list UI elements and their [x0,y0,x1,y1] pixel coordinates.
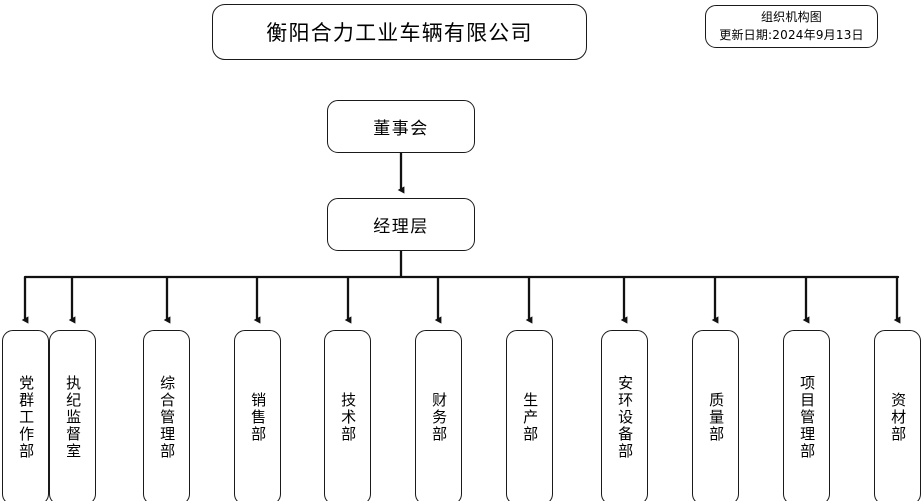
node-department-5-label: 技术部 [339,392,358,443]
node-department-11-label: 资材部 [889,392,908,443]
node-department-10-label: 项目管理部 [798,375,817,460]
node-department-6-label: 财务部 [430,392,449,443]
node-department-6: 财务部 [415,330,462,501]
node-department-9: 质量部 [692,330,739,501]
node-board-of-directors-label: 董事会 [373,119,429,139]
company-title-box: 衡阳合力工业车辆有限公司 [212,4,587,60]
company-title-label: 衡阳合力工业车辆有限公司 [266,21,533,45]
node-management-layer-label: 经理层 [373,217,429,237]
node-department-4-label: 销售部 [249,392,268,443]
node-board-of-directors: 董事会 [327,100,475,153]
node-department-4: 销售部 [234,330,281,501]
node-department-7-label: 生产部 [521,392,540,443]
node-department-8-label: 安环设备部 [616,375,635,460]
node-department-10: 项目管理部 [783,330,830,501]
node-department-3-label: 综合管理部 [158,375,177,460]
node-management-layer: 经理层 [327,198,475,251]
edge-bus-drops [21,277,901,324]
node-department-8: 安环设备部 [601,330,648,501]
chart-meta-update-date: 更新日期:2024年9月13日 [719,27,864,42]
node-department-2-label: 执纪监督室 [64,375,83,460]
node-department-3: 综合管理部 [143,330,190,501]
node-department-7: 生产部 [506,330,553,501]
node-department-9-label: 质量部 [707,392,726,443]
node-department-5: 技术部 [324,330,371,501]
chart-meta-title: 组织机构图 [760,10,822,25]
chart-meta-box: 组织机构图 更新日期:2024年9月13日 [705,5,878,48]
node-department-1: 党群工作部 [2,330,49,501]
node-department-1-label: 党群工作部 [17,375,36,460]
node-department-2: 执纪监督室 [49,330,96,501]
node-department-11: 资材部 [874,330,921,501]
